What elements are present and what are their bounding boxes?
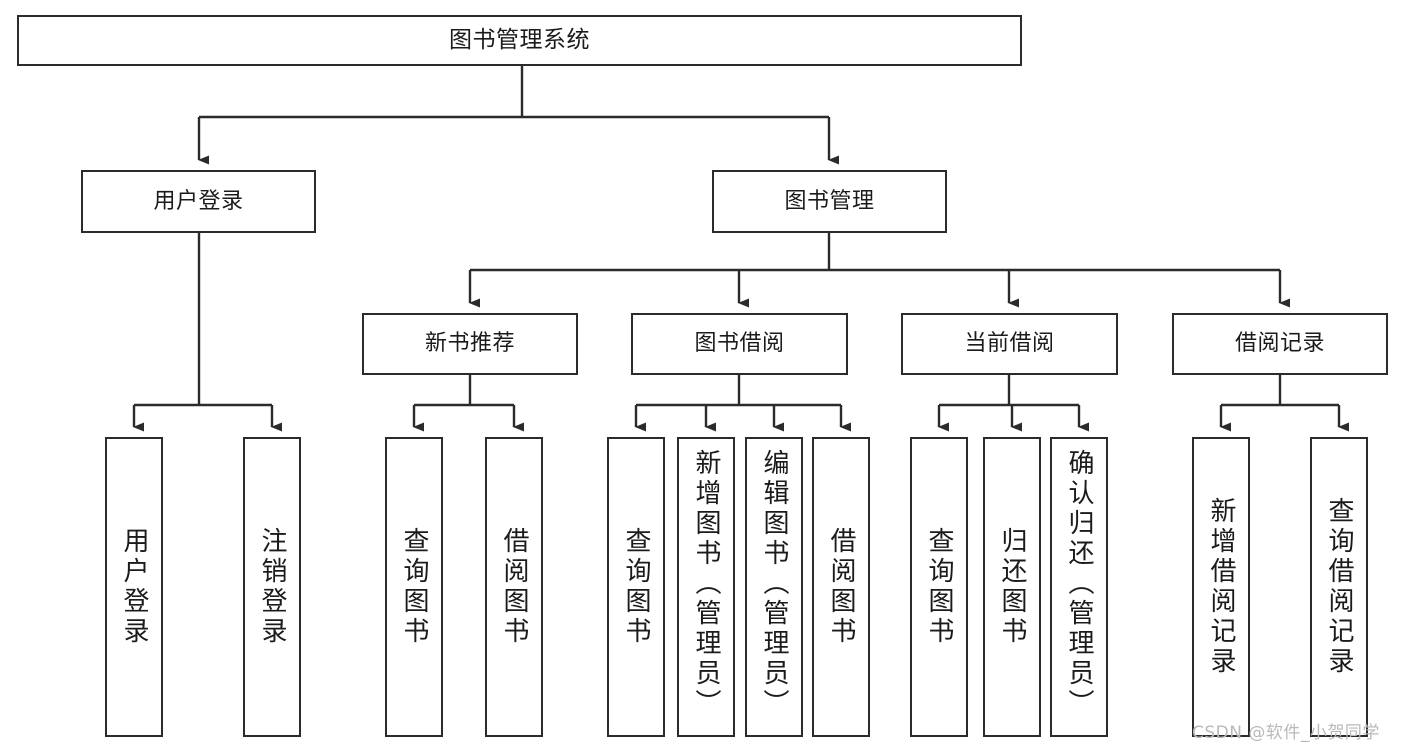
node-book-management[interactable]: 图书管理 — [712, 170, 947, 233]
node-leaf-query-book-recommend[interactable]: 查询图书 — [385, 437, 443, 737]
node-leaf-borrow-book-recommend[interactable]: 借阅图书 — [485, 437, 543, 737]
node-label: 借阅图书 — [826, 527, 856, 647]
node-leaf-edit-book-admin[interactable]: 编辑图书（管理员） — [745, 437, 803, 737]
node-label: 借阅记录 — [1234, 331, 1325, 357]
node-label: 用户登录 — [119, 527, 149, 647]
csdn-watermark: CSDN @软件_小贺同学 — [1192, 723, 1380, 743]
node-label: 查询图书 — [924, 527, 954, 647]
node-leaf-confirm-return-admin[interactable]: 确认归还（管理员） — [1050, 437, 1108, 737]
node-label: 注销登录 — [257, 527, 287, 647]
node-leaf-query-borrow-record[interactable]: 查询借阅记录 — [1310, 437, 1368, 737]
node-label: 新书推荐 — [424, 331, 515, 357]
node-label: 新增图书（管理员） — [691, 449, 721, 719]
node-leaf-user-login[interactable]: 用户登录 — [105, 437, 163, 737]
node-label: 新增借阅记录 — [1206, 497, 1236, 677]
node-label: 查询图书 — [621, 527, 651, 647]
node-label: 查询图书 — [399, 527, 429, 647]
node-label: 当前借阅 — [964, 331, 1055, 357]
node-leaf-add-borrow-record[interactable]: 新增借阅记录 — [1192, 437, 1250, 737]
node-label: 用户登录 — [153, 188, 244, 214]
node-label: 借阅图书 — [499, 527, 529, 647]
node-borrow-record[interactable]: 借阅记录 — [1172, 313, 1388, 375]
node-label: 图书管理 — [784, 188, 875, 214]
node-label: 归还图书 — [997, 527, 1027, 647]
node-leaf-add-book-admin[interactable]: 新增图书（管理员） — [677, 437, 735, 737]
node-label: 查询借阅记录 — [1324, 497, 1354, 677]
node-label: 图书管理系统 — [449, 26, 590, 53]
node-book-borrow[interactable]: 图书借阅 — [631, 313, 848, 375]
node-leaf-logout-login[interactable]: 注销登录 — [243, 437, 301, 737]
node-leaf-borrow-book[interactable]: 借阅图书 — [812, 437, 870, 737]
node-book-management-system[interactable]: 图书管理系统 — [17, 15, 1022, 66]
node-label: 图书借阅 — [694, 331, 785, 357]
node-leaf-return-book[interactable]: 归还图书 — [983, 437, 1041, 737]
node-label: 确认归还（管理员） — [1064, 449, 1094, 719]
node-user-login[interactable]: 用户登录 — [81, 170, 316, 233]
node-leaf-query-book-current[interactable]: 查询图书 — [910, 437, 968, 737]
node-current-borrow[interactable]: 当前借阅 — [901, 313, 1118, 375]
node-leaf-query-book-borrow[interactable]: 查询图书 — [607, 437, 665, 737]
node-label: 编辑图书（管理员） — [759, 449, 789, 719]
node-new-book-recommend[interactable]: 新书推荐 — [362, 313, 578, 375]
